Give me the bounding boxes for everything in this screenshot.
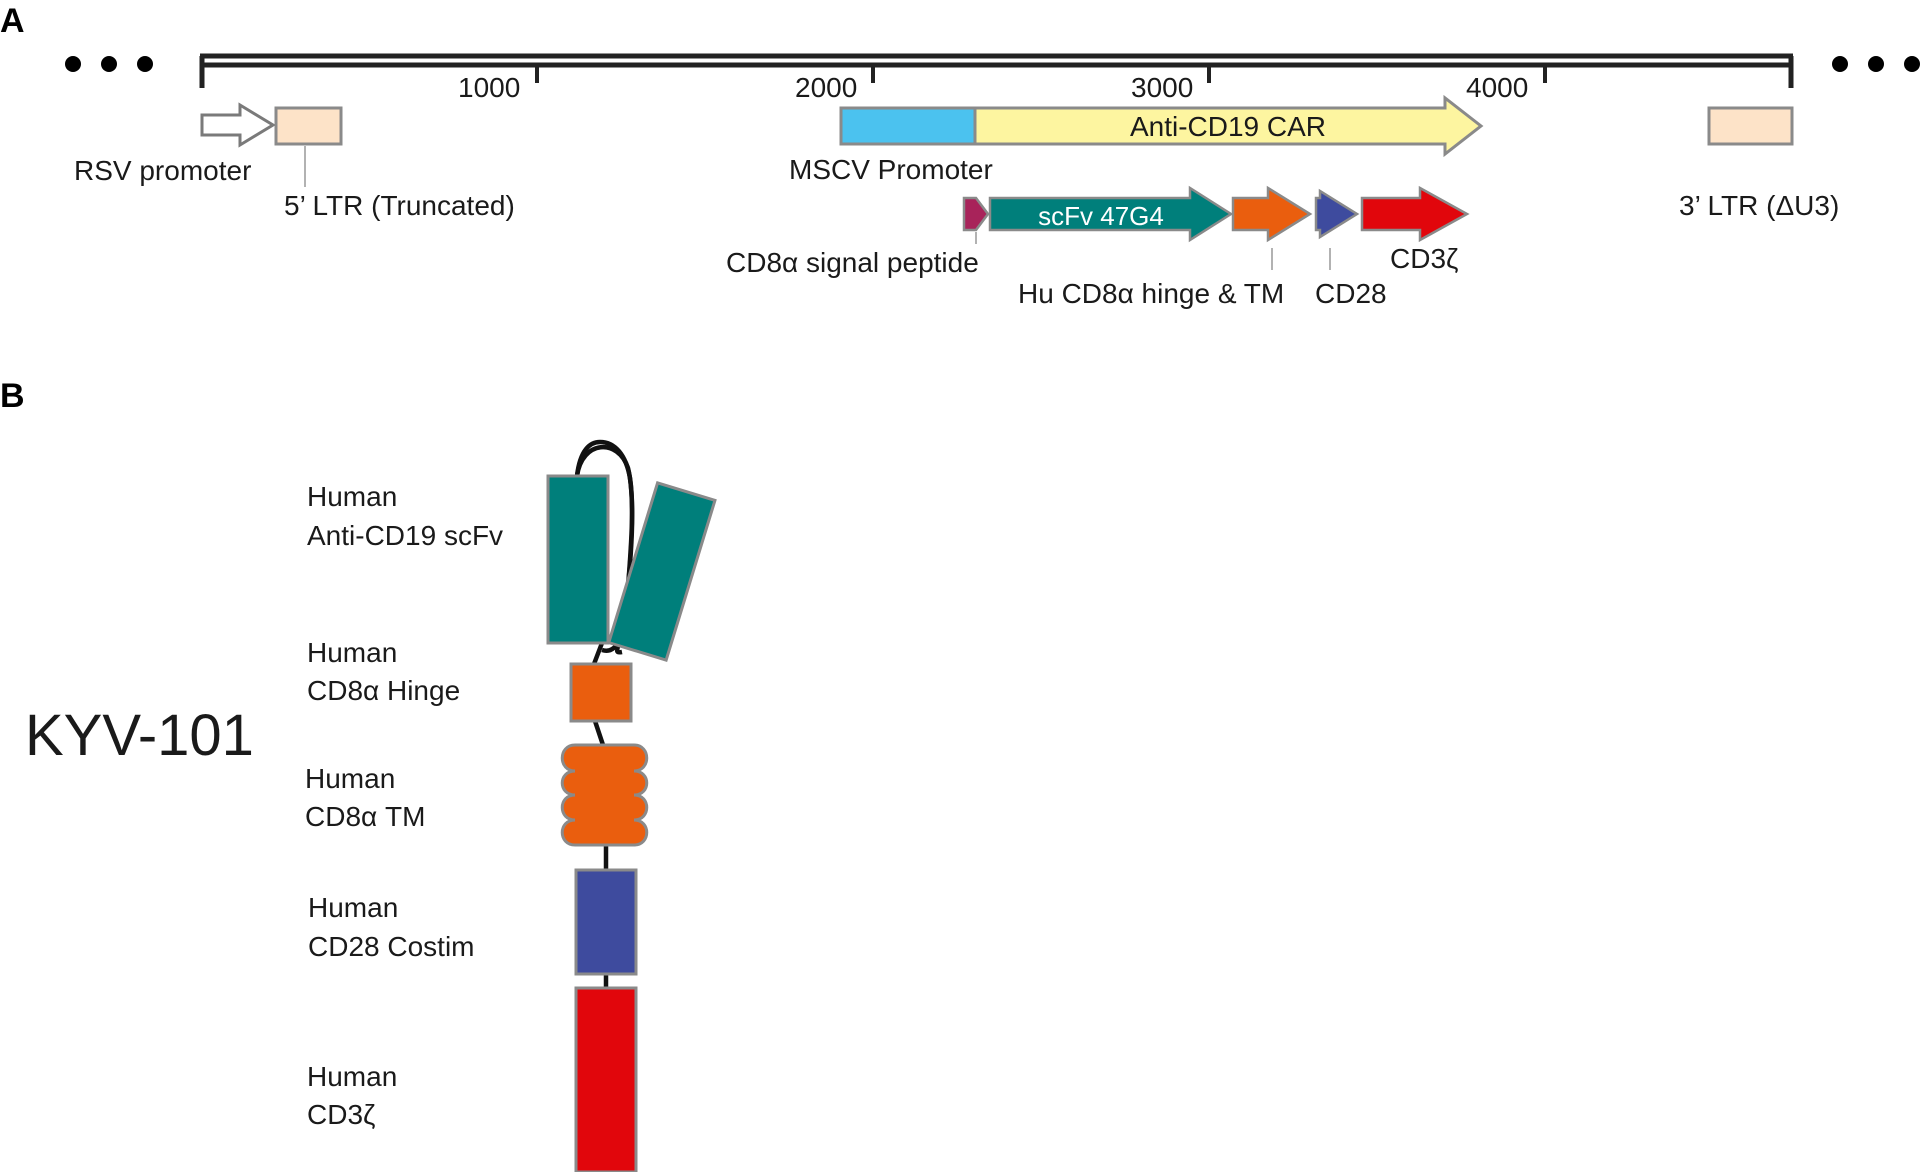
scfv-label: scFv 47G4	[1038, 201, 1164, 231]
ltr5-box	[274, 106, 343, 146]
hinge-tm-arrow	[1231, 185, 1313, 243]
scfv-arrow	[988, 185, 1234, 243]
tick-label-2000: 2000	[795, 72, 857, 103]
tick-label-4000: 4000	[1466, 72, 1528, 103]
scfv-vl-domain	[606, 480, 717, 662]
ltr5-label: 5’ LTR (Truncated)	[284, 190, 515, 221]
cd3z-domain	[574, 986, 638, 1172]
domain-label-cd28-line1: Human	[308, 892, 398, 923]
cd28-costim-domain	[574, 868, 638, 976]
car-backbone-line	[591, 642, 609, 988]
anti-cd19-car-label: Anti-CD19 CAR	[1130, 111, 1326, 142]
cd8a-tm-domain	[560, 743, 649, 847]
mscv-promoter-label: MSCV Promoter	[789, 154, 993, 185]
domain-label-scfv-line1: Human	[307, 481, 397, 512]
cd28-arrow	[1314, 188, 1360, 240]
domain-label-cd3z-line2: CD3ζ	[307, 1099, 375, 1130]
signal-peptide-arrow	[962, 196, 990, 232]
domain-label-tm-line1: Human	[305, 763, 395, 794]
scale-bar	[199, 53, 1794, 88]
domain-label-cd3z-line1: Human	[307, 1061, 397, 1092]
right-ellipsis	[1832, 56, 1920, 72]
domain-label-cd28-line2: CD28 Costim	[308, 931, 474, 962]
tick-label-3000: 3000	[1131, 72, 1193, 103]
ltr3-label: 3’ LTR (ΔU3)	[1679, 190, 1839, 221]
cd8a-hinge-domain	[569, 662, 633, 723]
mscv-promoter-box	[839, 106, 977, 146]
domain-label-tm-line2: CD8α TM	[305, 801, 425, 832]
construct-name: KYV-101	[25, 703, 254, 768]
domain-label-hinge-line1: Human	[307, 637, 397, 668]
ltr3-box	[1707, 106, 1794, 146]
cd28-label: CD28	[1315, 278, 1387, 309]
panel-b-label: B	[0, 377, 25, 415]
left-ellipsis	[65, 56, 153, 72]
hinge-tm-label: Hu CD8α hinge & TM	[1018, 278, 1284, 309]
cd3z-arrow	[1360, 185, 1470, 243]
rsv-promoter-label: RSV promoter	[74, 155, 251, 186]
domain-label-scfv-line2: Anti-CD19 scFv	[307, 520, 503, 551]
signal-peptide-label: CD8α signal peptide	[726, 247, 979, 278]
tick-label-1000: 1000	[458, 72, 520, 103]
cd3z-label: CD3ζ	[1390, 243, 1458, 274]
scfv-vh-domain	[546, 474, 610, 645]
anti-cd19-car-arrow	[973, 94, 1484, 158]
rsv-promoter-arrow	[200, 102, 276, 148]
panel-a-label: A	[0, 2, 25, 40]
domain-label-hinge-line2: CD8α Hinge	[307, 675, 460, 706]
